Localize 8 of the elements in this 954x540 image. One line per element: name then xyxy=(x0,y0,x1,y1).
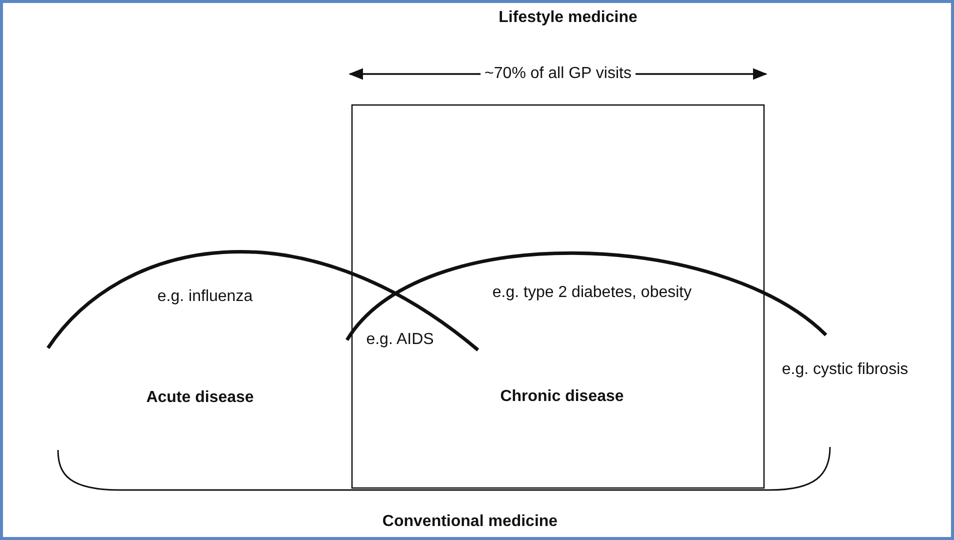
heading: Lifestyle medicine xyxy=(498,9,638,27)
heading: Conventional medicine xyxy=(382,513,558,531)
example-text: e.g. type 2 diabetes, obesity xyxy=(492,284,692,302)
example-text: e.g. cystic fibrosis xyxy=(782,361,908,379)
region-label: Chronic disease xyxy=(500,388,624,406)
region-label: Acute disease xyxy=(146,389,254,407)
example-text: e.g. influenza xyxy=(157,288,253,306)
example-text: e.g. AIDS xyxy=(366,331,434,349)
